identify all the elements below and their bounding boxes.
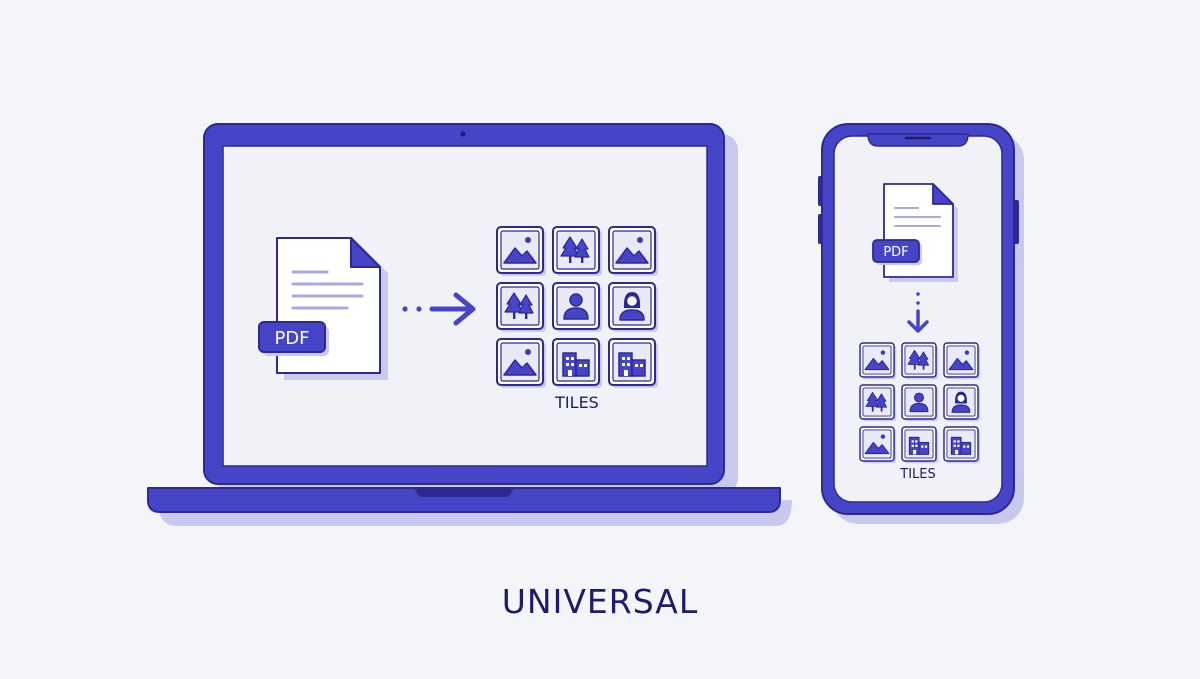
laptop-camera xyxy=(460,131,466,137)
tile xyxy=(943,426,981,464)
arrow-dot xyxy=(916,292,920,296)
phone-tiles-label: TILES xyxy=(899,467,935,482)
tile xyxy=(859,342,897,380)
arrow-down-icon xyxy=(907,320,929,333)
tile xyxy=(552,282,602,332)
laptop-tile-grid xyxy=(496,226,658,388)
tile xyxy=(496,282,546,332)
tile xyxy=(859,384,897,422)
pdf-badge-label: PDF xyxy=(883,245,908,260)
tile xyxy=(608,338,658,388)
document-fold xyxy=(350,237,381,268)
tile xyxy=(901,426,939,464)
tile xyxy=(943,384,981,422)
arrow-dot xyxy=(402,306,408,312)
arrow-dot xyxy=(416,306,422,312)
tile xyxy=(496,338,546,388)
arrow-dot xyxy=(916,301,920,305)
phone-tile-grid xyxy=(859,342,981,464)
phone-notch xyxy=(867,133,969,147)
pdf-badge xyxy=(872,239,920,263)
tile xyxy=(552,226,602,276)
tile xyxy=(901,342,939,380)
tile xyxy=(608,282,658,332)
tile xyxy=(496,226,546,276)
tile xyxy=(859,426,897,464)
tile xyxy=(608,226,658,276)
laptop-notch xyxy=(414,488,514,497)
tile xyxy=(901,384,939,422)
tile xyxy=(943,342,981,380)
pdf-badge-label: PDF xyxy=(274,328,309,349)
laptop: PDF TILES xyxy=(147,123,792,526)
pdf-badge xyxy=(258,321,326,353)
phone-pdf-document: PDF xyxy=(872,183,958,282)
tile xyxy=(552,338,602,388)
document-fold xyxy=(932,183,954,205)
laptop-base xyxy=(147,487,781,513)
caption: UNIVERSAL xyxy=(501,582,699,621)
laptop-pdf-document: PDF xyxy=(258,237,388,380)
phone-arrow xyxy=(907,292,929,333)
laptop-arrow xyxy=(402,292,476,326)
arrow-right-icon xyxy=(453,292,476,326)
phone: PDF TILES xyxy=(818,123,1024,524)
laptop-tiles-label: TILES xyxy=(554,393,599,412)
